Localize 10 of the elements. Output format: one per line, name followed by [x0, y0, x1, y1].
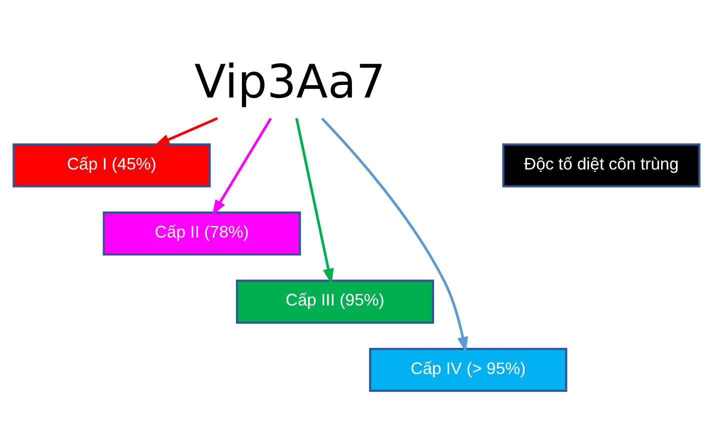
arrow — [320, 117, 468, 352]
arrow — [153, 116, 218, 146]
node-box: Cấp III (95%) — [235, 279, 434, 324]
node-box: Cấp I (45%) — [12, 142, 210, 187]
arrow — [294, 118, 334, 284]
node-box: Cấp IV (> 95%) — [368, 347, 567, 392]
node-box: Độc tố diệt côn trùng — [502, 142, 700, 187]
node-box: Cấp II (78%) — [102, 211, 300, 256]
node-text: Vip3Aa7 — [194, 54, 385, 108]
arrow — [212, 117, 272, 216]
